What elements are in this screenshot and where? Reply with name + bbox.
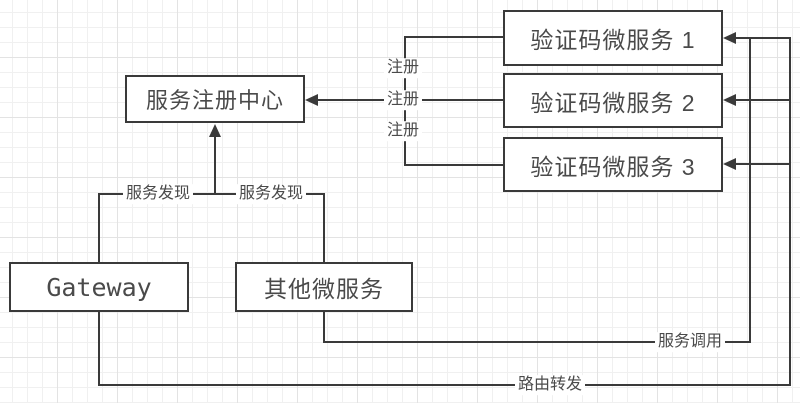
edge-label-register-1: 注册 bbox=[383, 58, 423, 78]
edge-label-invoke: 服务调用 bbox=[654, 332, 726, 352]
arrowhead-into-svc2-icon bbox=[723, 94, 736, 106]
edge-discovery-arrow-stem bbox=[214, 135, 216, 195]
edge-into-svc1 bbox=[733, 37, 791, 39]
edge-invoke-riser bbox=[323, 312, 325, 343]
edge-into-svc3 bbox=[733, 163, 791, 165]
node-captcha-microservice-1: 验证码微服务 1 bbox=[503, 10, 723, 66]
node-gateway: Gateway bbox=[9, 262, 189, 312]
edge-other-top-riser bbox=[323, 193, 325, 262]
edge-route-riser bbox=[98, 312, 100, 386]
node-service-registry-center: 服务注册中心 bbox=[125, 75, 305, 123]
edge-gateway-top-riser bbox=[98, 193, 100, 262]
edge-discovery-horizontal bbox=[99, 193, 325, 195]
arrowhead-into-registry-bottom-icon bbox=[209, 124, 221, 137]
arrowhead-into-svc1-icon bbox=[723, 32, 736, 44]
arrowhead-into-svc3-icon bbox=[723, 158, 736, 170]
edge-label-route: 路由转发 bbox=[514, 375, 586, 395]
edge-label-discovery-1: 服务发现 bbox=[122, 184, 194, 204]
node-captcha-microservice-3: 验证码微服务 3 bbox=[503, 137, 723, 192]
edge-register-svc1-horizontal bbox=[405, 36, 503, 38]
edge-invoke-vertical bbox=[749, 37, 751, 343]
edge-route-vertical bbox=[789, 37, 791, 386]
node-captcha-microservice-2: 验证码微服务 2 bbox=[503, 73, 723, 128]
edge-label-discovery-2: 服务发现 bbox=[235, 184, 307, 204]
edge-register-svc3-horizontal bbox=[405, 164, 503, 166]
edge-into-svc2 bbox=[733, 99, 791, 101]
edge-label-register-3: 注册 bbox=[383, 121, 423, 141]
node-other-microservices: 其他微服务 bbox=[235, 262, 413, 312]
arrowhead-into-registry-icon bbox=[305, 94, 318, 106]
edge-route-horizontal bbox=[99, 384, 791, 386]
edge-invoke-horizontal bbox=[324, 341, 751, 343]
edge-label-register-2: 注册 bbox=[383, 90, 423, 110]
